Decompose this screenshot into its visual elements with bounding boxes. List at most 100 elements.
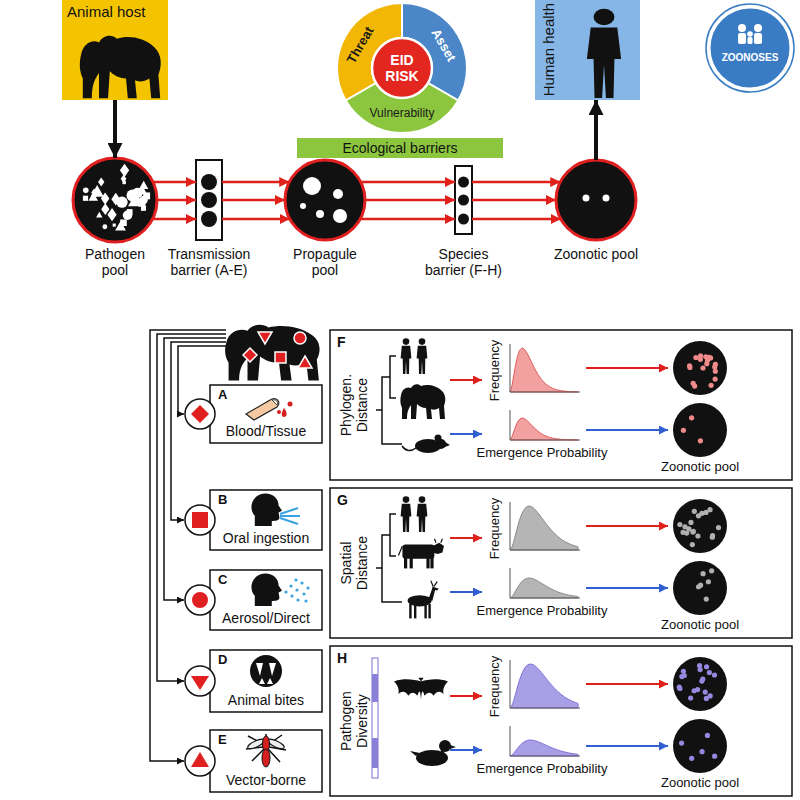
pool-circle [673, 341, 727, 395]
pool-dot [677, 686, 682, 691]
panel-letter: H [337, 650, 357, 666]
host-panel [62, 0, 168, 100]
pool-label: Zoonotic pool [650, 618, 750, 633]
flow-arrow [450, 591, 482, 593]
route-symbol [191, 405, 209, 423]
barrier-band [297, 138, 503, 158]
text-slot: Animal bites [210, 692, 322, 708]
logo-badge: ZOONOSES [708, 6, 792, 90]
segment-label: Threat [342, 19, 381, 72]
distribution-curve [510, 348, 578, 392]
circle-shape [288, 402, 293, 407]
path-shape [120, 164, 129, 177]
health-panel [535, 0, 640, 100]
distribution-curve [510, 578, 578, 598]
pool-dot [696, 584, 701, 589]
pool-dot [705, 733, 710, 738]
route-circle [185, 666, 215, 696]
circle-shape [300, 203, 306, 209]
rect-shape [120, 219, 127, 226]
text-slot: Vulnerability [360, 107, 444, 121]
use-shape [394, 678, 448, 700]
panel-letter: A [218, 388, 238, 403]
pool-dot [700, 365, 705, 370]
path-shape [376, 356, 402, 444]
pool-dot [688, 520, 693, 525]
circle-shape [304, 599, 307, 602]
pool-dot [692, 688, 697, 693]
path-shape [298, 356, 312, 368]
panel-letter: E [218, 733, 238, 748]
axis-label: Emergence Probability [457, 762, 627, 777]
pool-dot [695, 533, 700, 538]
plot-axis [510, 660, 580, 756]
route-circle [185, 746, 215, 776]
g-shape [284, 578, 309, 602]
rect-shape [127, 209, 133, 215]
route-symbol [192, 512, 208, 528]
path-shape [243, 348, 257, 362]
barrier-box: Transmission barrier (A-E) [196, 160, 222, 240]
text-slot: B [218, 493, 238, 508]
pool-label: Propagule pool [280, 246, 370, 278]
rect-shape [372, 658, 378, 778]
flow-arrow [472, 199, 556, 202]
gorilla-silhouette [225, 325, 319, 381]
panel-letter: C [218, 573, 238, 588]
text-slot: Transmission barrier (A-E) [159, 246, 259, 278]
flow-arrow [586, 429, 668, 431]
path-shape [280, 508, 300, 524]
flow-arrow [586, 745, 668, 747]
axis-label: Emergence Probability [457, 446, 627, 461]
text-slot: Phylogen. Distance [338, 363, 370, 447]
route-symbol [191, 676, 209, 690]
propagule-shapes [300, 177, 347, 223]
text-slot: Species barrier (F-H) [424, 246, 504, 278]
flow-arrow-extra [472, 218, 561, 221]
flow-arrow [157, 199, 196, 202]
use-shape [417, 338, 428, 374]
plot-axis [510, 502, 580, 598]
logo-text: ZOONOSES [715, 52, 785, 64]
circle-shape [290, 594, 293, 597]
flow-arrow-extra [153, 181, 196, 184]
text-slot: Threat [342, 19, 381, 72]
path-shape [258, 332, 272, 344]
text-slot: D [218, 653, 238, 668]
pool-label: Zoonotic pool [551, 246, 641, 262]
route-panel: BOral ingestion [210, 490, 322, 550]
panel-letter: D [218, 653, 238, 668]
rect-shape [738, 33, 746, 44]
path-shape [246, 399, 279, 420]
circle-shape [303, 177, 321, 195]
pool-dot [706, 355, 711, 360]
path-shape [282, 408, 287, 417]
text-slot: ZOONOSES [715, 52, 785, 64]
circle-shape [133, 188, 143, 198]
circle-shape [116, 196, 127, 207]
circle-shape [583, 195, 590, 202]
pool-dot [693, 355, 698, 360]
species-barrier-box [455, 166, 472, 234]
flow-arrow [222, 199, 285, 202]
health-box: Human health [535, 0, 640, 100]
head-icon [251, 574, 309, 606]
pool-dot [709, 383, 714, 388]
route-panel: C Aerosol/Direct [210, 570, 322, 630]
text-slot: Frequency [488, 646, 503, 726]
route-label: Blood/Tissue [210, 423, 322, 439]
circle-shape [294, 332, 306, 344]
route-circle [185, 585, 215, 615]
panel-art [372, 657, 727, 778]
wheel-center [372, 38, 432, 98]
axis-title: Pathogen Diversity [338, 679, 370, 763]
pool-dot [704, 596, 709, 601]
axis-label: Frequency [488, 646, 503, 726]
pool-dot [710, 533, 715, 538]
ellipse-shape [262, 749, 270, 767]
pool-circle [673, 403, 727, 457]
distance-panel: GSpatial DistanceFrequencyEmergence Prob… [330, 488, 792, 638]
use-shape [251, 574, 282, 606]
circle-shape [201, 174, 217, 190]
text-slot: Aerosol/Direct [210, 610, 322, 626]
